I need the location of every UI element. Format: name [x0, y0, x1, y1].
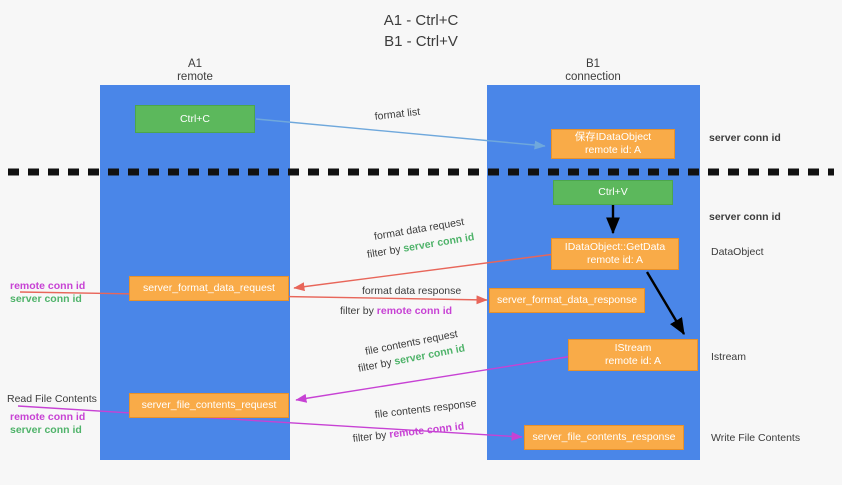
- page-title: A1 - Ctrl+C B1 - Ctrl+V: [0, 10, 842, 52]
- left-label-read-file-contents: Read File Contents: [7, 393, 97, 405]
- node-server-format-data-request[interactable]: server_format_data_request: [129, 276, 289, 301]
- node-ctrl-v-label: Ctrl+V: [598, 186, 628, 198]
- right-label-server-conn-id-top: server conn id: [709, 132, 781, 144]
- left-label-remote-conn-id-1: remote conn id: [10, 280, 86, 292]
- column-a1-sub: remote: [177, 71, 213, 83]
- node-istream-title: IStream: [614, 342, 652, 354]
- left-label-server-conn-id-2: server conn id: [10, 424, 82, 436]
- title-line-2: B1 - Ctrl+V: [384, 33, 458, 50]
- node-server-file-contents-request-label: server_file_contents_request: [141, 399, 277, 411]
- node-server-format-data-response-label: server_format_data_response: [496, 294, 638, 306]
- node-istream-sub: remote id: A: [604, 355, 662, 367]
- column-header-a1: A1 remote: [135, 58, 255, 84]
- left-label-server-conn-id-1: server conn id: [10, 293, 82, 305]
- node-ctrl-v[interactable]: Ctrl+V: [553, 180, 673, 205]
- column-b1-sub: connection: [565, 71, 621, 83]
- filter-by-text-4: filter by: [352, 429, 388, 445]
- node-getdata-sub: remote id: A: [586, 254, 644, 266]
- arrow-format-data-request: [293, 253, 556, 292]
- arrow-getdata-to-istream: [645, 271, 686, 336]
- column-b1-name: B1: [585, 58, 601, 70]
- right-label-istream: Istream: [711, 351, 747, 363]
- arrow-file-contents-response: [17, 405, 523, 441]
- node-getdata-title: IDataObject::GetData: [564, 241, 666, 253]
- node-ctrl-c[interactable]: Ctrl+C: [135, 105, 255, 133]
- arrow-format-list: [255, 118, 546, 150]
- node-idataobject-title: 保存IDataObject: [574, 131, 652, 143]
- node-server-format-data-response[interactable]: server_format_data_response: [489, 288, 645, 313]
- node-server-format-data-request-label: server_format_data_request: [143, 282, 275, 294]
- node-ctrl-c-label: Ctrl+C: [179, 112, 211, 125]
- node-idataobject-sub: remote id: A: [584, 144, 642, 156]
- node-server-file-contents-request[interactable]: server_file_contents_request: [129, 393, 289, 418]
- left-label-remote-conn-id-2: remote conn id: [10, 411, 86, 423]
- arrow-file-contents-request: [295, 355, 574, 403]
- title-line-1: A1 - Ctrl+C: [383, 12, 459, 29]
- node-server-file-contents-response[interactable]: server_file_contents_response: [524, 425, 684, 450]
- node-idataobject[interactable]: 保存IDataObject remote id: A: [551, 129, 675, 159]
- edge-label-format-data-response-filter: filter by remote conn id: [340, 304, 452, 318]
- remote-conn-id-text: remote conn id: [376, 305, 453, 317]
- filter-by-text-2: filter by: [340, 305, 374, 317]
- right-label-dataobject: DataObject: [711, 246, 764, 258]
- node-idataobject-getdata[interactable]: IDataObject::GetData remote id: A: [551, 238, 679, 270]
- right-label-server-conn-id-mid: server conn id: [709, 211, 781, 223]
- node-istream[interactable]: IStream remote id: A: [568, 339, 698, 371]
- column-header-b1: B1 connection: [533, 58, 653, 84]
- node-server-file-contents-response-label: server_file_contents_response: [532, 431, 676, 443]
- right-label-write-file-contents: Write File Contents: [711, 432, 801, 444]
- edge-label-format-data-response: format data response: [362, 285, 462, 297]
- column-a1-name: A1: [187, 58, 203, 70]
